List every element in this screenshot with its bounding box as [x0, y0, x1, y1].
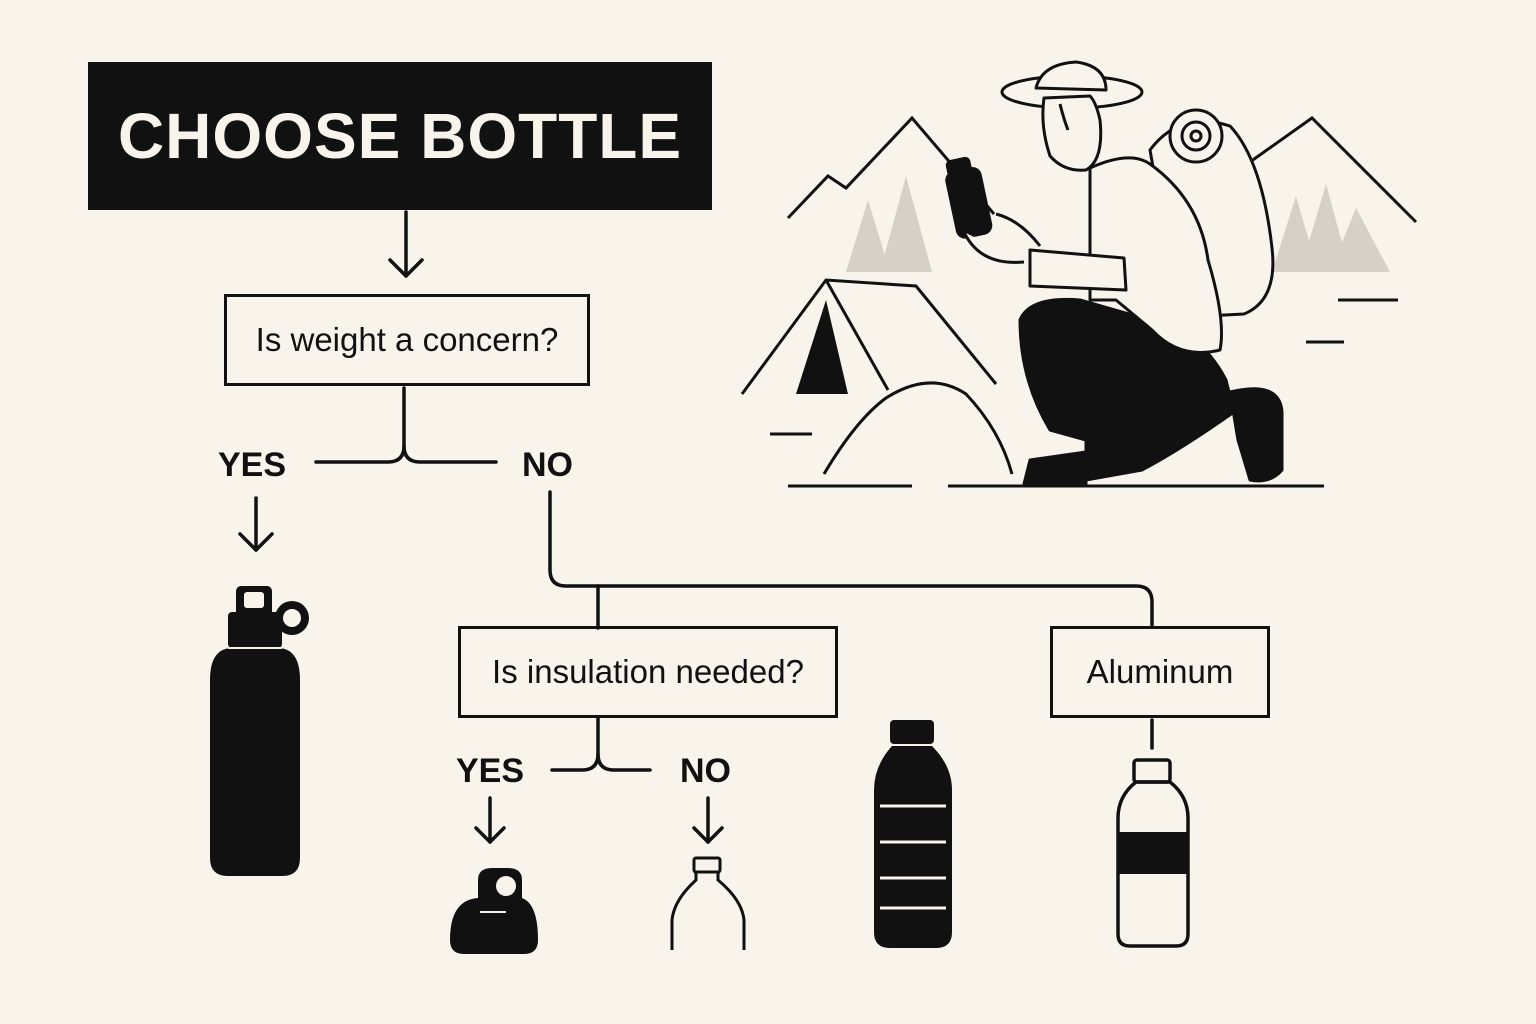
narrow-bottle-icon	[670, 856, 746, 950]
arrow-down-icon	[238, 496, 274, 552]
branch-connector-weight	[314, 386, 498, 464]
aluminum-bottle-icon	[1116, 758, 1190, 948]
yes-label-weight: YES	[218, 446, 287, 484]
branch-connector-no	[548, 490, 1154, 630]
tree-icon	[846, 176, 1390, 272]
hiker-illustration	[740, 60, 1418, 488]
tent-icon	[740, 278, 998, 395]
branch-connector-insulation	[550, 716, 652, 772]
mountain-icon	[786, 115, 1418, 224]
weight-question-box: Is weight a concern?	[224, 294, 590, 386]
insulated-bottle-icon	[210, 586, 309, 876]
plastic-bottle-icon	[874, 720, 952, 948]
arrow-down-icon	[388, 210, 424, 278]
arrow-down-icon	[474, 796, 506, 844]
yes-label-insulation: YES	[456, 752, 525, 790]
bottle-cap-icon	[450, 868, 538, 954]
rock-icon	[822, 381, 1014, 475]
insulation-question-box: Is insulation needed?	[458, 626, 838, 718]
arrow-down-icon	[692, 796, 724, 844]
no-label-weight: NO	[522, 446, 573, 484]
aluminum-box: Aluminum	[1050, 626, 1270, 718]
page-title: CHOOSE BOTTLE	[88, 62, 712, 210]
no-label-insulation: NO	[680, 752, 731, 790]
